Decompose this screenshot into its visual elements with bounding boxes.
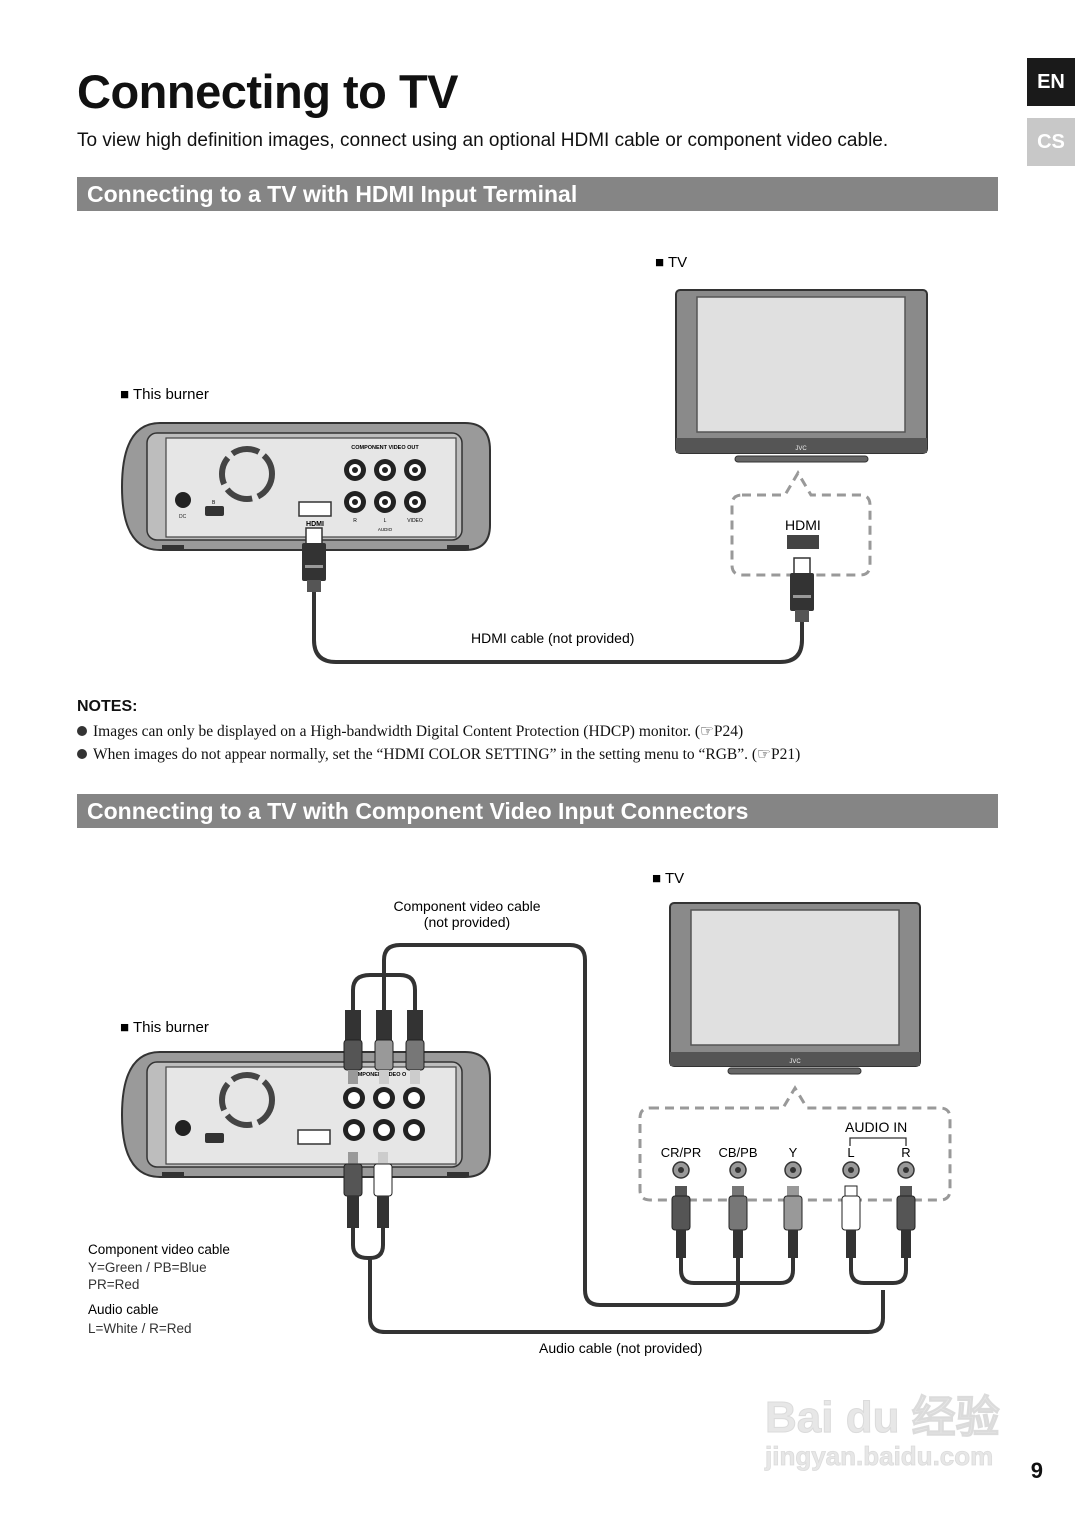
tv-jack-y-label: Y — [789, 1145, 798, 1160]
component-cable-label-1: Component video cable — [393, 898, 540, 914]
page-title: Connecting to TV — [77, 65, 459, 118]
dc-label: DC — [179, 514, 187, 520]
watermark-brand: Bai du 经验 — [765, 1393, 1000, 1442]
page-number: 9 — [1030, 1458, 1043, 1483]
tv-label: ■ TV — [655, 254, 687, 271]
burner-hdmi-port[interactable] — [298, 501, 332, 517]
tv-brand: JVC — [795, 446, 807, 452]
intro-text: To view high definition images, connect … — [77, 130, 889, 151]
legend-video-line2: PR=Red — [88, 1277, 139, 1292]
notes-block: NOTES: Images can only be displayed on a… — [77, 698, 800, 766]
section-heading-hdmi: Connecting to a TV with HDMI Input Termi… — [77, 177, 998, 211]
tv-hdmi-port-label: HDMI — [785, 517, 821, 533]
hdmi-cable — [302, 527, 814, 664]
bullet-icon — [77, 726, 87, 736]
burner-illustration: MPONEN VIDEO O — [120, 1051, 491, 1178]
legend-audio-title: Audio cable — [88, 1302, 159, 1317]
legend-video-title: Component video cable — [88, 1242, 230, 1257]
tv-illustration: JVC — [669, 902, 921, 1075]
tv-jack-r-label: R — [901, 1145, 910, 1160]
lang-tab-en[interactable]: EN — [1027, 58, 1075, 106]
tv-hdmi-port[interactable] — [787, 535, 819, 549]
component-video-cable — [343, 943, 795, 1307]
hdmi-cable-label: HDMI cable (not provided) — [471, 630, 634, 646]
burner-hdmi-label: HDMI — [306, 521, 324, 528]
note-item: When images do not appear normally, set … — [77, 743, 800, 766]
jack-l-label: L — [384, 518, 387, 524]
jack-video-label: VIDEO — [407, 518, 423, 524]
audio-cable — [343, 1152, 908, 1334]
notes-title: NOTES: — [77, 698, 138, 715]
audio-group-label: AUDIO — [378, 527, 393, 532]
burner-label: ■ This burner — [120, 1019, 209, 1036]
legend-audio-line1: L=White / R=Red — [88, 1321, 192, 1336]
burner-label: ■ This burner — [120, 386, 209, 403]
component-out-label: COMPONENT VIDEO OUT — [351, 445, 419, 451]
bullet-icon — [77, 749, 87, 759]
watermark-url: jingyan.baidu.com — [764, 1441, 993, 1471]
cable-legend: Component video cable Y=Green / PB=Blue … — [88, 1242, 230, 1336]
jack-r-label: R — [353, 518, 357, 524]
tv-label: ■ TV — [652, 870, 684, 887]
tv-brand: JVC — [789, 1059, 801, 1065]
audio-cable-label: Audio cable (not provided) — [539, 1340, 702, 1356]
tv-input-jacks — [672, 1161, 915, 1179]
tv-jack-cr-label: CR/PR — [661, 1145, 701, 1160]
tv-plugs — [671, 1185, 916, 1258]
tv-illustration: JVC — [675, 289, 928, 463]
legend-video-line1: Y=Green / PB=Blue — [88, 1260, 207, 1275]
tv-jack-cb-label: CB/PB — [718, 1145, 757, 1160]
note-item: Images can only be displayed on a High-b… — [77, 720, 800, 743]
section-heading-component: Connecting to a TV with Component Video … — [77, 794, 998, 828]
component-cable-label-2: (not provided) — [424, 914, 510, 930]
audio-in-label: AUDIO IN — [845, 1119, 907, 1135]
lang-tab-cs[interactable]: CS — [1027, 118, 1075, 166]
tv-jack-l-label: L — [847, 1145, 854, 1160]
burner-illustration: DC B HDMI COMPONENT VIDEO OUT R L VIDEO … — [120, 422, 491, 551]
watermark: Bai du 经验 jingyan.baidu.com — [764, 1393, 1001, 1472]
usb-label: B — [212, 500, 216, 506]
